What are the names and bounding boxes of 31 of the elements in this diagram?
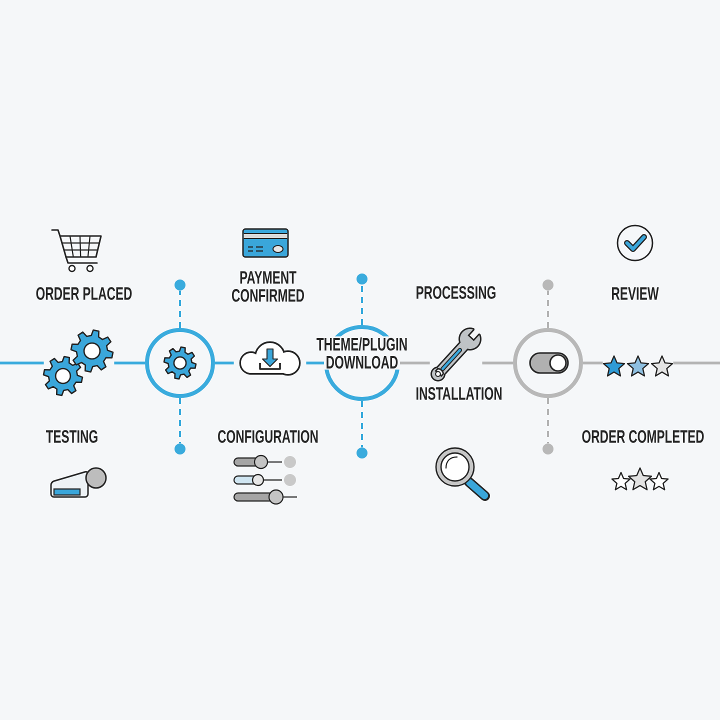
step-label: PAYMENT CONFIRMED xyxy=(232,271,304,302)
timeline-line xyxy=(673,362,720,364)
wrench-icon xyxy=(430,328,482,382)
dashed-line xyxy=(547,290,549,328)
step-label: ORDER PLACED xyxy=(36,287,132,300)
gears-icon xyxy=(42,329,114,396)
stars-icon xyxy=(602,355,674,377)
timeline-line xyxy=(0,362,44,364)
step-label: REVIEW xyxy=(612,287,659,300)
dot xyxy=(356,448,368,458)
dashed-line xyxy=(179,398,181,444)
step-label: ORDER COMPLETED xyxy=(582,430,704,443)
dot xyxy=(542,280,554,290)
step-label: CONFIGURATION xyxy=(218,430,318,443)
step-label: INSTALLATION xyxy=(416,387,502,400)
timeline-line xyxy=(215,362,234,364)
dashed-line xyxy=(361,401,363,448)
dot xyxy=(542,444,554,454)
step-label: PROCESSING xyxy=(416,286,496,299)
timeline-line xyxy=(400,362,430,364)
timeline-line xyxy=(482,362,513,364)
timeline-line xyxy=(583,362,603,364)
timeline-line xyxy=(114,362,145,364)
dot xyxy=(174,444,186,454)
step-label: TESTING xyxy=(46,430,98,443)
dashed-line xyxy=(179,290,181,328)
dashed-line xyxy=(547,398,549,444)
dashed-line xyxy=(361,284,363,325)
dot xyxy=(174,280,186,290)
dot xyxy=(356,274,368,284)
timeline-line xyxy=(306,362,324,364)
